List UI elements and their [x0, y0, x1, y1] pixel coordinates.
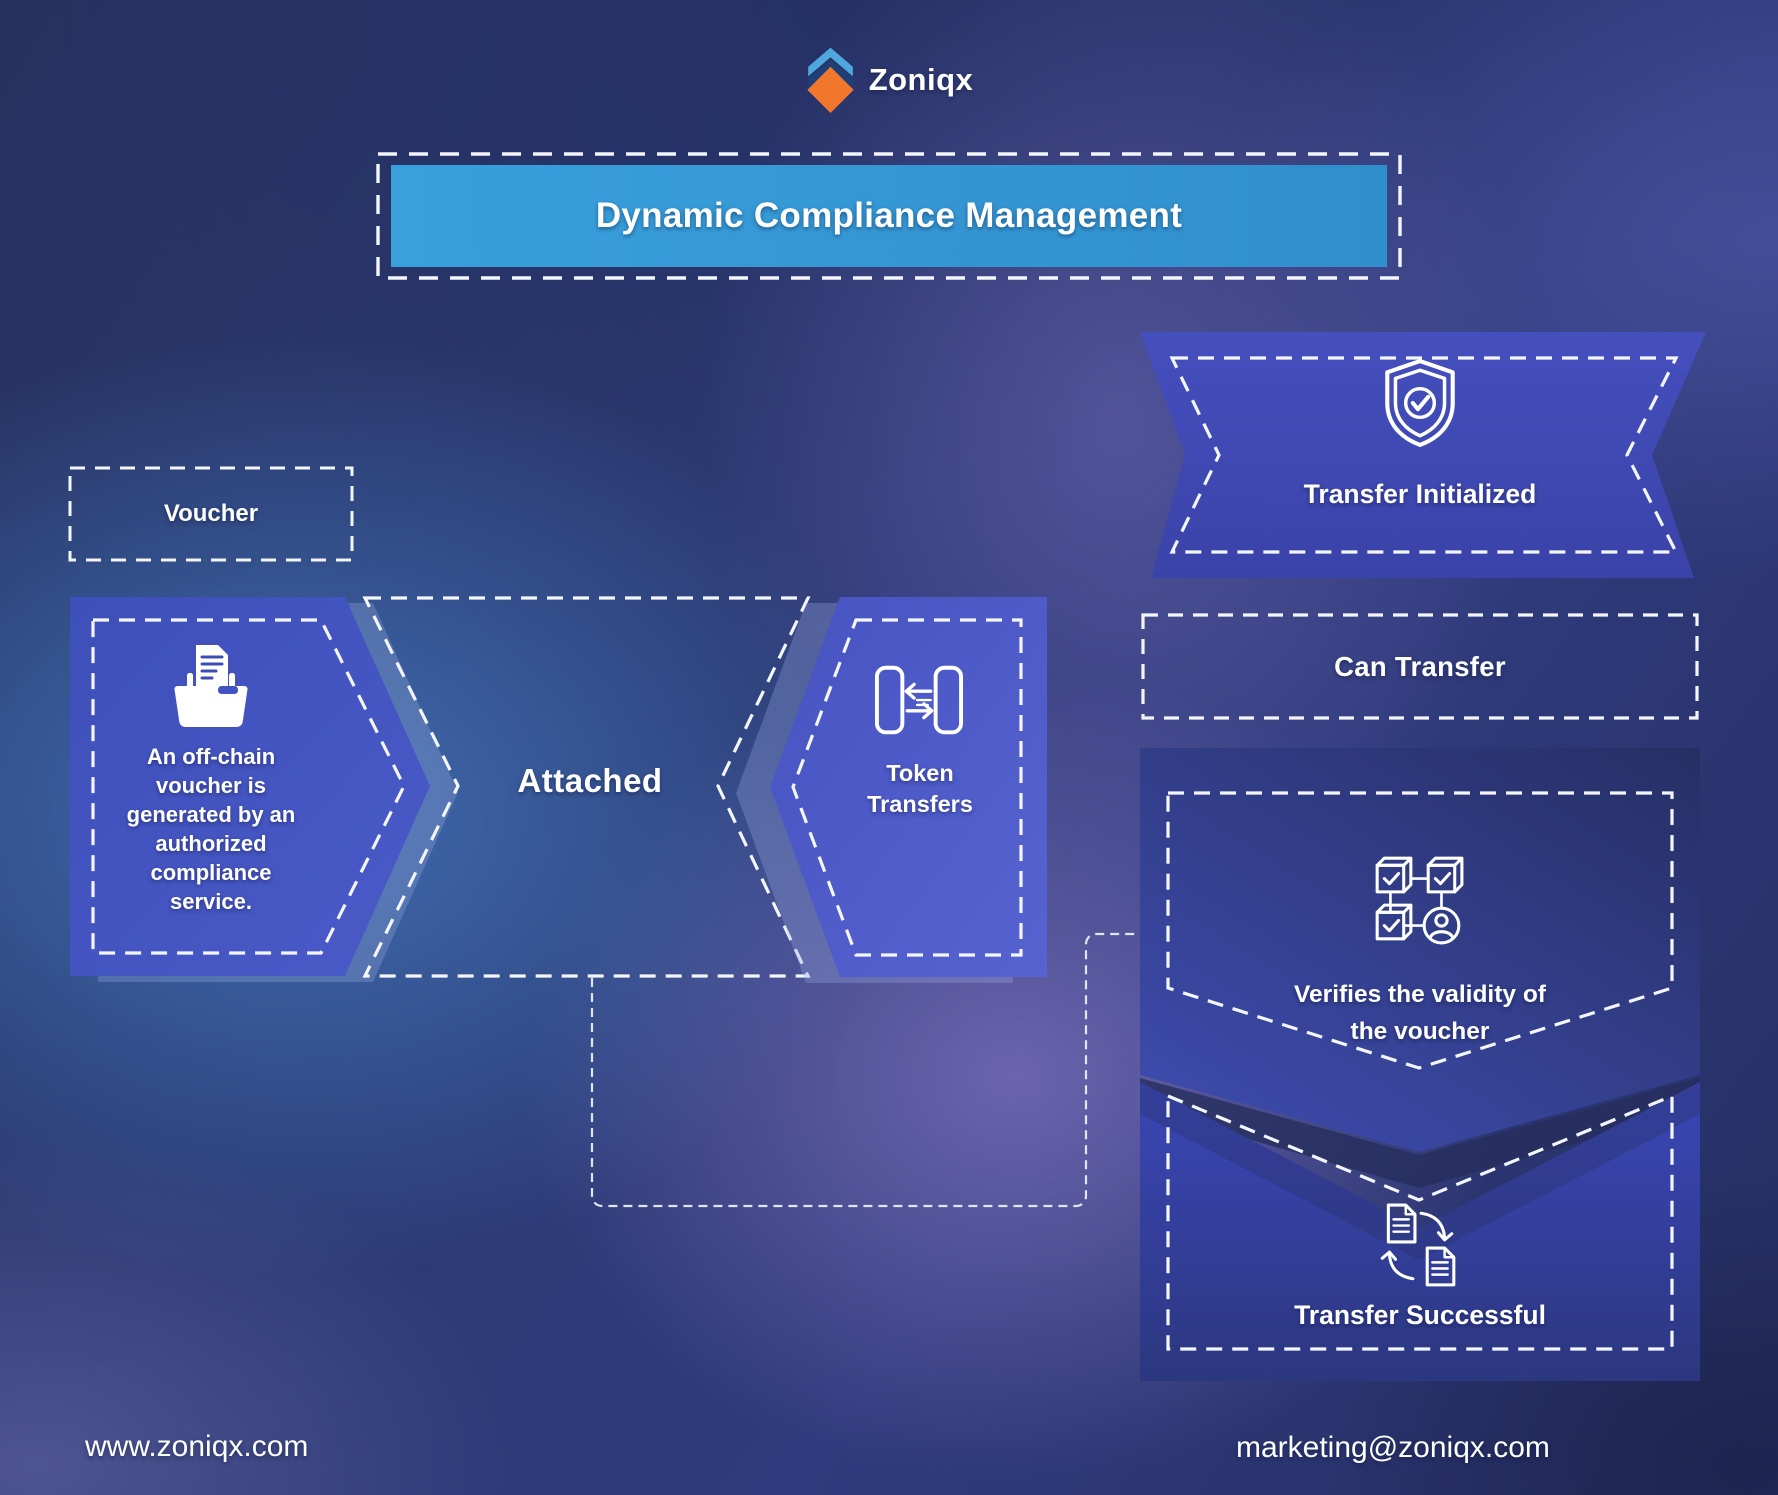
attached-label: Attached — [517, 762, 663, 799]
token-transfers-label: Token Transfers — [867, 760, 973, 817]
voucher-label-dashed-border — [68, 466, 354, 562]
page-title: Dynamic Compliance Management — [595, 196, 1183, 235]
title-banner-dashed-border — [376, 152, 1402, 280]
email-link: marketing@zoniqx.com — [1236, 1431, 1550, 1464]
transfer-initialized-dashed-border — [1169, 356, 1679, 554]
can-transfer-label: Can Transfer — [1334, 650, 1506, 682]
voucher-label: Voucher — [163, 500, 259, 527]
verification-dashed-border — [1166, 791, 1674, 1070]
website-link: www.zoniqx.com — [85, 1430, 309, 1463]
transfer-successful-card-shape — [1140, 1082, 1700, 1381]
voucher-generation-dashed-border — [91, 618, 406, 955]
folder-document-icon — [166, 640, 256, 732]
can-transfer-dashed-border — [1141, 613, 1699, 720]
document-sync-icon — [1372, 1200, 1462, 1292]
verification-label: Verifies the validity of the voucher — [1294, 981, 1546, 1045]
attached-zone-dashed-border — [362, 596, 811, 978]
flow-connector-line — [590, 932, 1141, 1208]
voucher-generation-text: An off-chain voucher is generated by an … — [126, 744, 296, 914]
brand-name: Zoniqx — [868, 61, 974, 97]
shield-check-icon — [1379, 358, 1461, 448]
verification-card-shape — [1140, 748, 1700, 1152]
transfer-successful-card-inner-shadow — [1140, 1082, 1700, 1260]
zoniqx-diamond-logo — [807, 47, 854, 113]
transfer-initialized-label: Transfer Initialized — [1303, 479, 1537, 509]
token-transfers-shape — [770, 597, 1047, 977]
voucher-generation-shape — [70, 597, 430, 976]
verification-network-icon — [1369, 848, 1467, 948]
transfer-successful-label: Transfer Successful — [1294, 1300, 1546, 1330]
title-banner — [391, 165, 1387, 267]
brand-logo: Zoniqx — [0, 46, 1778, 113]
verification-card-shadow — [1140, 1078, 1700, 1188]
token-transfer-icon — [874, 664, 964, 738]
transfer-initialized-banner-shape — [1140, 332, 1706, 578]
token-transfers-dashed-border — [791, 618, 1023, 957]
